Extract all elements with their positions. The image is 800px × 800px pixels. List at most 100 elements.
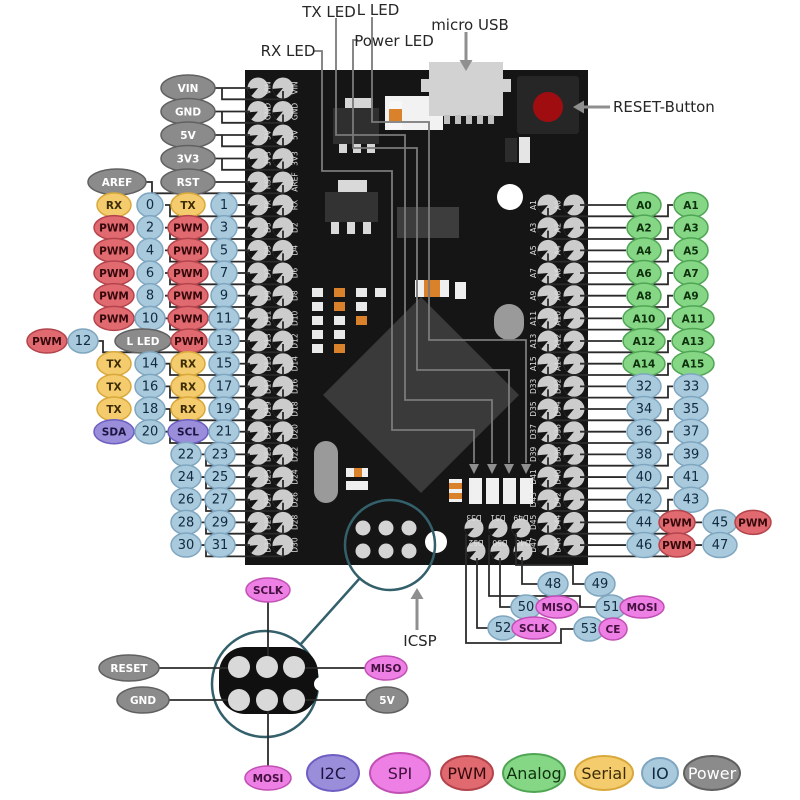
pin-badge-text: A0 [636,200,651,212]
pin-badge-text: PWM [32,336,62,348]
silk-label: D16 [291,378,300,394]
silk-label: D42 [554,492,563,508]
pad-notch [537,499,548,508]
pin-badge-text: 28 [178,515,195,530]
pin-badge-text: A9 [683,291,698,303]
pin-badge-text: TX [106,359,121,371]
silk-label: D34 [554,401,563,417]
pad-notch [537,227,548,236]
pin-badge-text: VIN [178,83,199,95]
silk-label: AREF [291,172,300,191]
regulator-body [325,192,378,222]
silk-label: A7 [529,268,538,278]
pin-badge-12 [67,328,99,354]
pin-badge-text: SCLK [519,623,550,635]
pad-notch [537,545,548,554]
silk-label: A2 [554,222,563,232]
connector-line [221,135,284,148]
pin-badge-text: PWM [662,540,692,552]
pin-badge-text: AREF [102,177,133,189]
silk-label: D7 [264,268,273,279]
legend-text: PWM [447,764,486,783]
pin-badge-text: RESET [110,663,148,675]
connector-line [515,534,585,585]
silk-label: GND [264,103,273,120]
smd-part [312,330,323,339]
silk-label: D40 [554,469,563,485]
pad-notch [272,135,283,144]
silk-label: D37 [529,424,538,440]
smd-part [519,137,530,163]
smd-part [334,316,345,325]
silk-label: A0 [554,200,563,210]
pad-notch [537,295,548,304]
connector-line [547,453,673,467]
smd-band [354,468,362,477]
icsp-label-5V [365,686,409,714]
pad-notch [272,182,283,191]
icsp-pad-zoomed [228,689,250,711]
silk-label: D35 [529,401,538,417]
pad-notch [563,205,574,214]
silk-label: D51 [490,513,506,522]
silk-label: A11 [529,311,538,326]
pin-badge-text: A12 [633,336,656,348]
arrow-head [521,464,531,474]
legend-Power [683,755,741,791]
pin-badge-text: 19 [216,402,233,417]
icsp-label: ICSP [403,632,436,650]
pin-badge-text: 5V [180,130,196,142]
pin-badge-text: 16 [142,379,159,394]
silk-label: D2 [291,222,300,233]
pin-badge-text: A1 [683,200,698,212]
connector-line [547,498,673,512]
pad-notch [247,250,258,259]
pin-badge-text: 47 [712,538,729,553]
legend-text: Serial [581,764,626,783]
icsp-pad [355,520,371,536]
silk-label: A13 [529,333,538,348]
silk-label: A10 [554,311,563,326]
legend-Analog [502,753,566,793]
pin-badge-text: A4 [636,245,651,257]
silk-label: D52 [468,538,484,547]
pin-badge-text: A11 [682,313,705,325]
pin-badge-text: 20 [142,425,159,440]
silk-label: D14 [291,356,300,372]
connector-line [165,408,284,422]
pin-badge-text: PWM [99,245,129,257]
led [503,478,516,504]
pad-notch [247,111,258,120]
legend-IO [641,757,679,789]
smd-part [375,288,386,297]
pad-notch [563,499,574,508]
silk-label: D18 [291,401,300,417]
silk-label: A14 [554,356,563,371]
pin-badge-text: 49 [592,577,609,592]
pin-badge-text: PWM [174,336,204,348]
silk-label: A6 [554,268,563,278]
led [469,478,482,504]
pin-badge-text: 18 [142,402,159,417]
pin-badge-text: A14 [633,359,656,371]
pad-notch [247,135,258,144]
silk-label: D27 [264,492,273,508]
regulator-tab [345,98,373,110]
pin-badge-text: PWM [173,223,203,235]
pin-badge-text: SDA [102,427,127,439]
silk-label: A1 [529,200,538,210]
usb-tab-left [421,79,430,92]
icsp-pad-zoomed [228,656,250,678]
pin-badge-text: 40 [636,470,653,485]
reset-button[interactable] [533,92,563,122]
pin-badge-PWM [26,328,68,354]
regulator-leg [339,144,347,153]
connector-line [547,430,673,444]
pin-badge-text: L LED [127,336,160,348]
smd-part [334,344,345,353]
pin-badge-text: 39 [683,447,700,462]
pin-badge-text: 43 [683,493,700,508]
icsp-pad [378,520,394,536]
silk-label: TX [264,200,273,211]
pad-notch [490,551,500,559]
